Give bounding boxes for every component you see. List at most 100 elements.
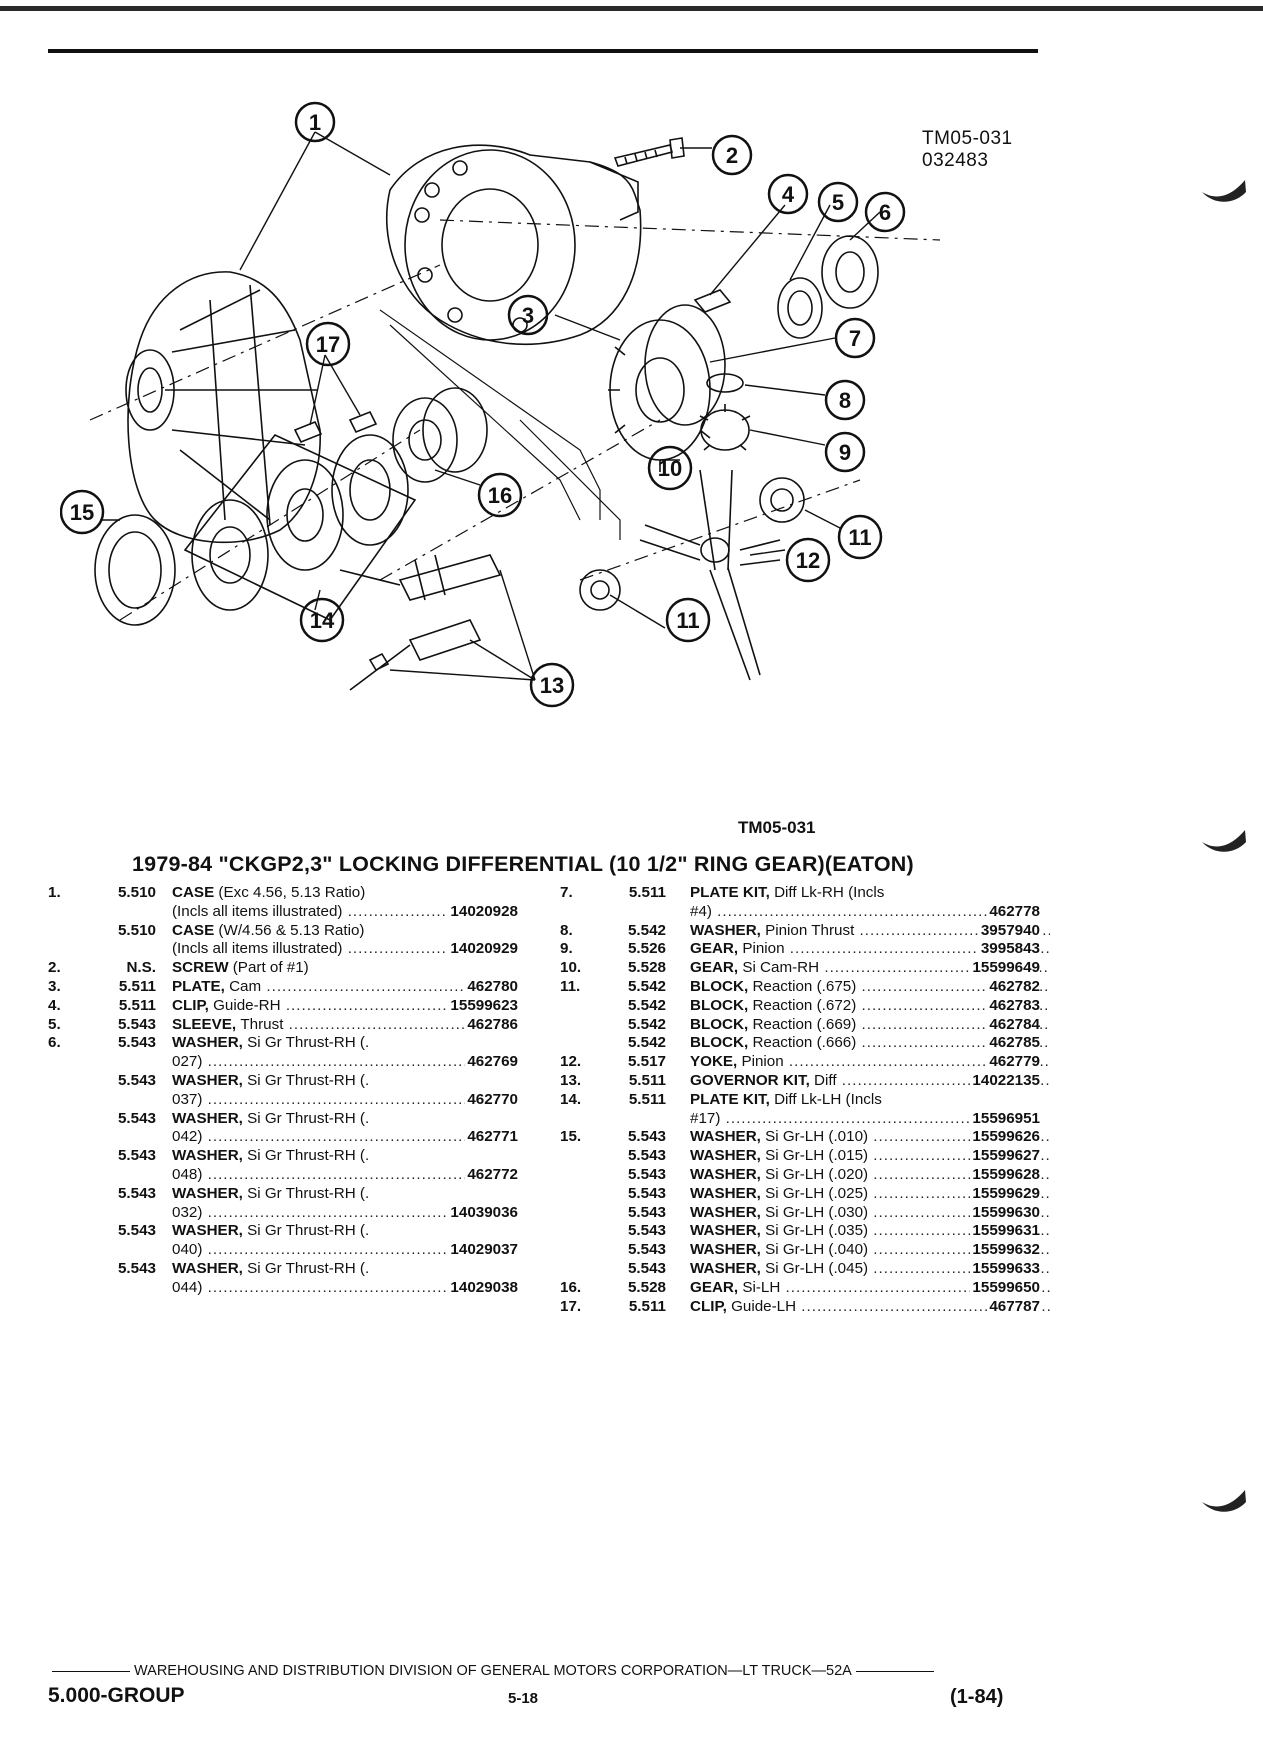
group-number: 5.543	[117, 1222, 156, 1240]
part-spec: Reaction (.672)	[752, 996, 857, 1014]
part-spec: #17)	[690, 1109, 721, 1127]
callout-7: 7	[834, 317, 876, 359]
part-number: 462779	[987, 1053, 1040, 1072]
part-description: WASHER, Si Gr Thrust-RH (.	[172, 1222, 512, 1241]
footer-dash-right	[855, 1670, 934, 1672]
group-number: 5.528	[627, 959, 666, 977]
part-number: 462778	[987, 902, 1040, 922]
callout-13: 13	[529, 662, 575, 708]
part-spec: Si Gr-LH (.045)	[765, 1259, 869, 1277]
callout-14: 14	[299, 597, 345, 643]
parts-list-row: 5.543 WASHER, Si Gr Thrust-RH (.	[48, 1185, 518, 1204]
group-number: 5.543	[117, 1109, 156, 1127]
part-number: 462772	[465, 1165, 518, 1185]
part-spec: Si Gr Thrust-RH (.	[247, 1222, 370, 1240]
part-spec: 037)	[172, 1090, 203, 1108]
part-spec: 027)	[172, 1053, 203, 1071]
footer-group: 5.000-GROUP	[48, 1684, 185, 1707]
case-right-half	[386, 144, 642, 346]
part-spec: Si Gr-LH (.015)	[765, 1147, 869, 1165]
part-spec: Cam	[229, 977, 262, 995]
part-description: 042) ...................................…	[172, 1128, 512, 1147]
group-number: 5.542	[627, 1015, 666, 1033]
callout-label: 3	[522, 303, 534, 328]
part-description: PLATE KIT, Diff Lk-LH (Incls	[690, 1091, 1050, 1110]
callout-17: 17	[305, 321, 351, 367]
part-number: 15599626	[970, 1128, 1040, 1148]
pinion-gear-part	[699, 373, 751, 451]
group-number: 5.543	[117, 1071, 156, 1089]
group-number: 5.511	[628, 1297, 666, 1315]
binder-hole-mark	[1202, 180, 1246, 202]
part-number: 462780	[465, 977, 518, 997]
group-number: 5.528	[627, 1278, 666, 1296]
part-description: 032) ...................................…	[172, 1204, 512, 1223]
part-spec: Pinion Thrust	[765, 921, 855, 939]
parts-list-row: #4) ....................................…	[560, 902, 1040, 922]
callout-label: 12	[796, 548, 820, 573]
part-number: 462770	[465, 1090, 518, 1110]
group-number: 5.543	[117, 1184, 156, 1202]
part-number: 15599623	[448, 996, 518, 1016]
part-description: 027) ...................................…	[172, 1053, 512, 1072]
leader-dots: ........................................…	[288, 1015, 512, 1033]
item-number: 13.	[560, 1071, 582, 1089]
group-number: 5.510	[117, 921, 156, 939]
item-number: 8.	[560, 921, 573, 939]
callout-label: 15	[70, 500, 94, 525]
part-name: CLIP,	[690, 1297, 732, 1315]
callout-label: 16	[488, 483, 512, 508]
group-number: 5.543	[627, 1259, 666, 1277]
group-number: 5.510	[117, 884, 156, 901]
part-number: 15599629	[970, 1184, 1040, 1204]
part-spec: 048)	[172, 1165, 203, 1183]
part-description: WASHER, Si Gr-LH (.040) ................…	[690, 1241, 1050, 1260]
part-name: WASHER,	[690, 921, 766, 939]
guide-clips	[293, 410, 378, 444]
group-number: 5.511	[118, 996, 156, 1014]
exploded-parts-diagram: 1 2 3 4 5 6 7 8 9 10 11 11 12 13 14 15 1…	[60, 101, 941, 708]
part-name: YOKE,	[690, 1053, 742, 1071]
part-spec: Diff	[814, 1071, 837, 1089]
part-name: WASHER,	[172, 1034, 248, 1052]
part-description: WASHER, Si Gr Thrust-RH (.	[172, 1034, 512, 1053]
item-number: 2.	[48, 959, 61, 977]
callout-label: 4	[782, 182, 795, 207]
part-name: GOVERNOR KIT,	[690, 1071, 815, 1089]
group-number: 5.517	[627, 1053, 666, 1071]
group-number: 5.542	[627, 1034, 666, 1052]
group-number: 5.543	[117, 1147, 156, 1165]
part-name: PLATE KIT,	[690, 1090, 775, 1108]
part-number: 462782	[987, 977, 1040, 997]
leader-dots: ........................................…	[202, 1241, 512, 1259]
item-number: 14.	[560, 1090, 582, 1108]
part-number: 3995843	[978, 940, 1040, 960]
item-number: 7.	[560, 884, 573, 901]
part-description: #17) ...................................…	[690, 1110, 1050, 1129]
callout-9: 9	[824, 431, 866, 473]
part-spec: Si Gr Thrust-RH (.	[247, 1147, 370, 1165]
footer-division: WAREHOUSING AND DISTRIBUTION DIVISION OF…	[48, 1663, 1008, 1679]
part-name: WASHER,	[172, 1184, 248, 1202]
side-gear-lh	[392, 387, 488, 483]
group-number: 5.543	[627, 1128, 666, 1146]
part-number: 15599633	[970, 1259, 1040, 1279]
item-number: 9.	[560, 940, 573, 958]
callout-label: 7	[849, 326, 861, 351]
governor-kit-part	[339, 554, 502, 691]
parts-list-row: (Incls all items illustrated) ..........…	[48, 940, 518, 960]
part-number: 462786	[465, 1015, 518, 1035]
part-description: WASHER, Si Gr Thrust-RH (.	[172, 1185, 512, 1204]
part-number: 14039036	[448, 1203, 518, 1223]
